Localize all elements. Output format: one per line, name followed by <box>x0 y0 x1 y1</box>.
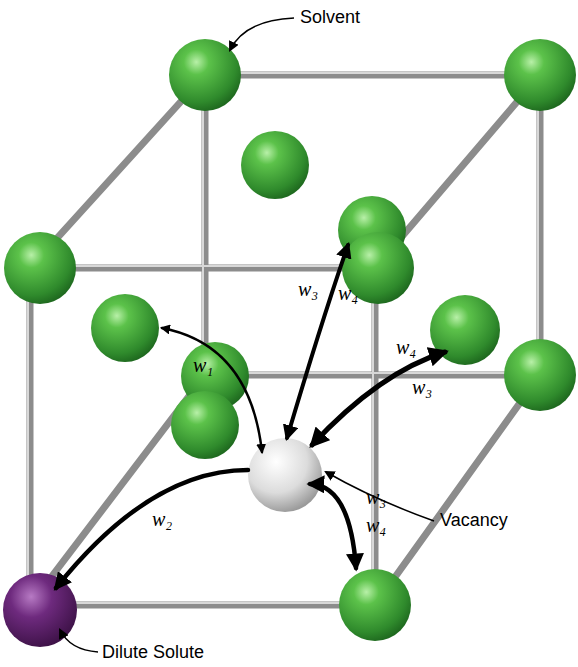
jump-rate: w₃ <box>298 278 318 300</box>
jump-rate: w₃ <box>366 486 386 508</box>
jump-rate: w₄ <box>366 514 386 536</box>
jump-rate: w₂ <box>152 508 172 530</box>
jump-rate: w₃ <box>412 376 432 398</box>
rod-highlights <box>28 73 540 605</box>
jump-arrows <box>56 245 445 588</box>
solvent-label: Solvent <box>300 8 360 28</box>
lattice-rods <box>30 75 540 605</box>
solute-label: Dilute Solute <box>102 643 204 663</box>
jump-rate: w₁ <box>193 354 213 376</box>
jump-rate: w₄ <box>396 336 416 358</box>
jump-rate: w₄ <box>338 282 358 304</box>
atoms <box>3 39 576 647</box>
vacancy-label: Vacancy <box>440 511 508 531</box>
leader-lines <box>60 18 434 652</box>
